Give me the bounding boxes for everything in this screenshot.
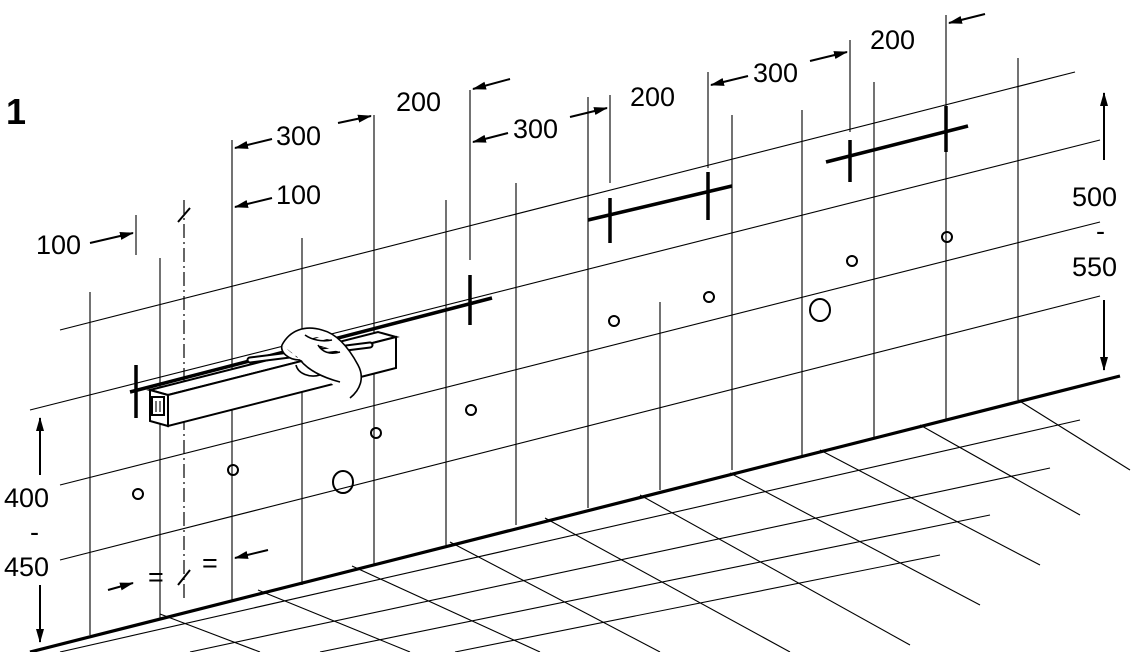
equal-sign-right: = xyxy=(202,548,218,578)
height-right-dash: - xyxy=(1096,216,1105,246)
equal-sign-left: = xyxy=(148,562,164,592)
dim-300-b: 300 xyxy=(513,114,558,144)
wall-horizontal-lines xyxy=(29,71,1101,561)
height-left-bottom: 450 xyxy=(4,552,49,582)
floor-grid xyxy=(29,374,1131,652)
dim-100-left: 100 xyxy=(36,230,81,260)
dim-100-mid: 100 xyxy=(276,180,321,210)
hand-pencil-icon xyxy=(246,327,374,399)
dim-300-c: 300 xyxy=(753,58,798,88)
dim-200-b: 200 xyxy=(630,82,675,112)
level-vial-icon xyxy=(151,396,165,416)
height-right-top: 500 xyxy=(1072,182,1117,212)
step-number: 1 xyxy=(6,91,26,132)
dim-200-c: 200 xyxy=(870,25,915,55)
dim-200-a: 200 xyxy=(396,87,441,117)
dimension-arrows xyxy=(36,13,1108,643)
height-right-bottom: 550 xyxy=(1072,252,1117,282)
pipe-openings xyxy=(132,231,953,500)
height-left-dash: - xyxy=(30,517,39,547)
wall-vertical-lines xyxy=(89,15,1019,635)
dim-300-a: 300 xyxy=(276,121,321,151)
height-left-top: 400 xyxy=(4,483,49,513)
